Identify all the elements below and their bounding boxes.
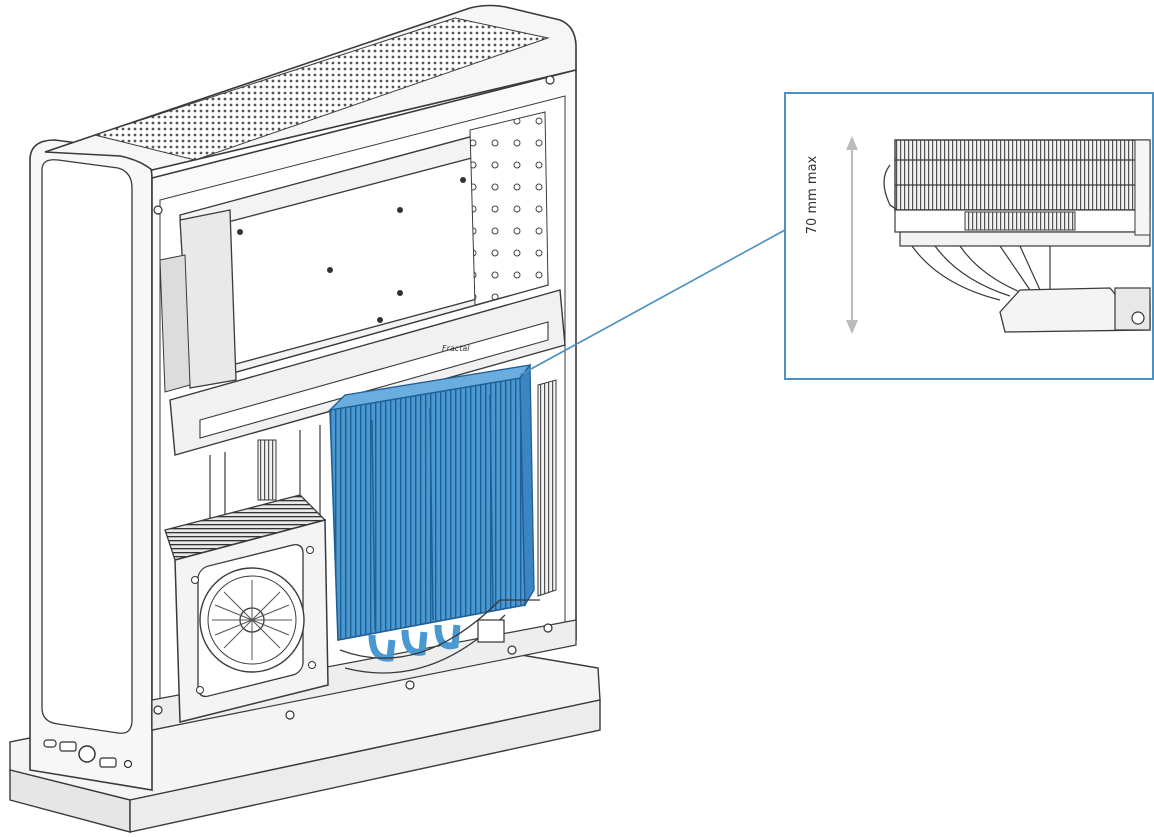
- dimension-label: 70 mm max: [805, 155, 820, 235]
- top-panel: [44, 4, 577, 171]
- front-io-ports: [43, 739, 133, 769]
- usb-port-icon: [43, 739, 57, 748]
- cooler-mount: [339, 599, 540, 674]
- audio-jack-icon: [123, 759, 133, 769]
- callout-leader-line: [519, 229, 786, 376]
- case-stand: [9, 647, 601, 833]
- graphics-card: [159, 111, 549, 393]
- usb-port-icon: [59, 741, 77, 752]
- motherboard-area: [209, 425, 321, 660]
- brand-logo: Fractal: [442, 344, 470, 353]
- usb-port-icon: [99, 757, 117, 768]
- callout-box: [784, 92, 1154, 380]
- power-supply: [164, 494, 329, 723]
- cross-brace: [169, 289, 566, 456]
- power-button-icon: [78, 745, 96, 763]
- front-panel: [29, 139, 153, 791]
